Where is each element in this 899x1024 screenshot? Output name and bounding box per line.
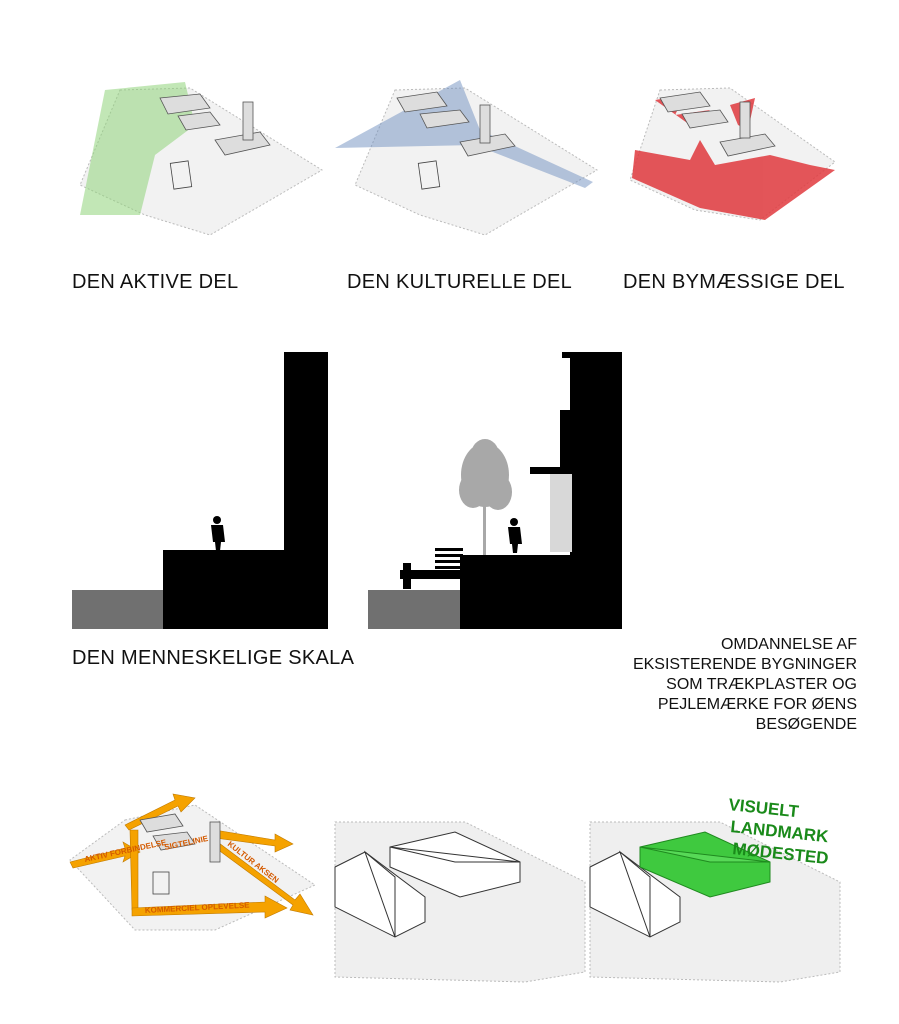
landmark-view: VISUELT LANDMARK MØDESTED	[589, 795, 841, 983]
person-silhouette	[508, 518, 522, 553]
tower-notch	[562, 352, 572, 358]
plot-outline	[169, 160, 193, 190]
canopy	[530, 467, 575, 474]
site-ground	[354, 87, 598, 236]
ground-plinth	[368, 590, 463, 629]
buildings	[139, 813, 221, 863]
urban-part-diagram	[629, 87, 836, 221]
ground-plinth	[72, 590, 167, 629]
cultural-part-diagram	[335, 80, 598, 236]
caption-active-part: DEN AKTIVE DEL	[72, 271, 239, 293]
section-left	[72, 352, 328, 629]
caption-cultural-part: DEN KULTURELLE DEL	[347, 271, 573, 293]
buildings	[396, 91, 516, 157]
active-zone	[80, 82, 195, 215]
tower-step	[560, 410, 572, 470]
plot-outline	[152, 871, 170, 895]
plot-outline	[417, 160, 441, 190]
glass-facade	[550, 474, 572, 552]
note-line: SOM TRÆKPLASTER OG	[666, 676, 857, 693]
existing-buildings-view	[334, 821, 586, 983]
landmark-building	[639, 831, 771, 898]
transformation-note: OMDANNELSE AF EKSISTERENDE BYGNINGER SOM…	[585, 635, 857, 735]
axes-diagram: AKTIV FORBINDELSE SIGTELINIE KULTUR AKSE…	[69, 793, 317, 931]
tree-icon	[459, 439, 512, 555]
caption-human-scale: DEN MENNESKELIGE SKALA	[72, 647, 355, 669]
active-part-diagram	[79, 82, 323, 236]
pier-structure	[400, 563, 462, 589]
buildings	[334, 831, 521, 938]
buildings	[589, 850, 681, 938]
section-right	[368, 352, 622, 629]
axis-arrows	[69, 793, 314, 919]
caption-urban-part: DEN BYMÆSSIGE DEL	[623, 271, 845, 293]
tower	[284, 352, 328, 629]
note-line: PEJLEMÆRKE FOR ØENS	[657, 696, 857, 713]
buildings	[659, 91, 776, 157]
person-silhouette	[211, 516, 225, 551]
note-line: EKSISTERENDE BYGNINGER	[632, 656, 857, 673]
note-line: OMDANNELSE AF	[720, 636, 857, 653]
note-line: BESØGENDE	[755, 716, 857, 733]
buildings	[159, 93, 271, 156]
stair-steps	[435, 548, 463, 569]
culture-zone	[335, 80, 593, 188]
tower	[570, 352, 622, 629]
